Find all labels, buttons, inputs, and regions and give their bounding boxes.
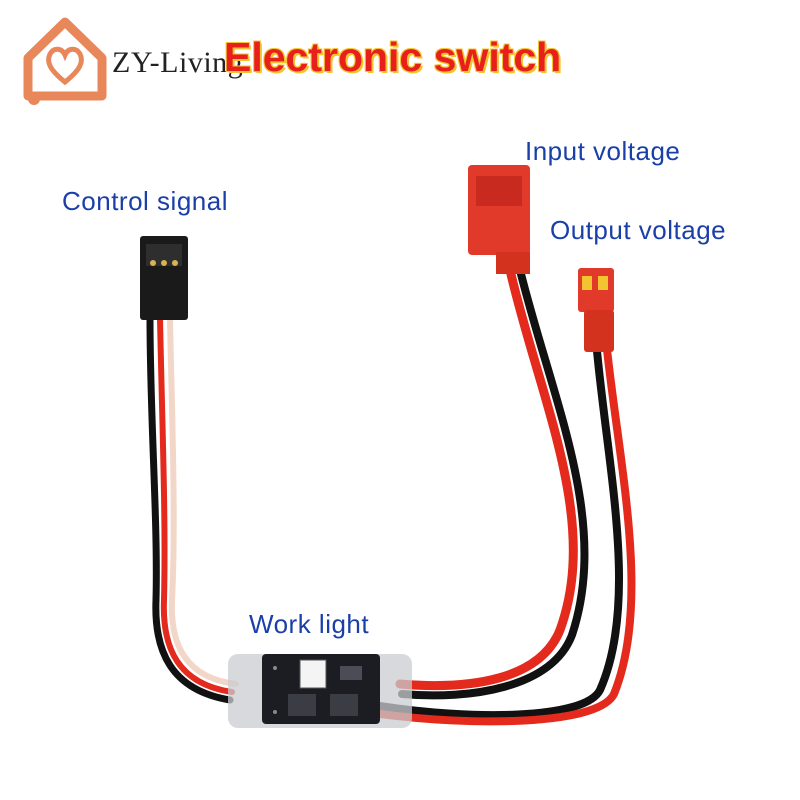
output-voltage-label: Output voltage xyxy=(550,215,727,245)
house-icon xyxy=(23,17,107,101)
work-light-label: Work light xyxy=(249,609,370,639)
switch-module xyxy=(228,654,412,728)
logo-dot xyxy=(28,93,40,105)
control-signal-label: Control signal xyxy=(62,186,228,216)
output-voltage-connector xyxy=(578,268,614,352)
control-signal-wires xyxy=(146,314,239,704)
input-voltage-connector xyxy=(468,165,530,274)
control-signal-connector xyxy=(140,236,188,320)
input-voltage-wires xyxy=(395,265,589,700)
output-voltage-wires xyxy=(376,336,636,726)
input-voltage-label: Input voltage xyxy=(525,136,681,166)
brand-logo xyxy=(23,17,107,105)
heart-icon xyxy=(46,46,84,86)
brand-name: ZY-Living xyxy=(112,46,244,79)
page-title: Electronic switch xyxy=(224,34,562,80)
